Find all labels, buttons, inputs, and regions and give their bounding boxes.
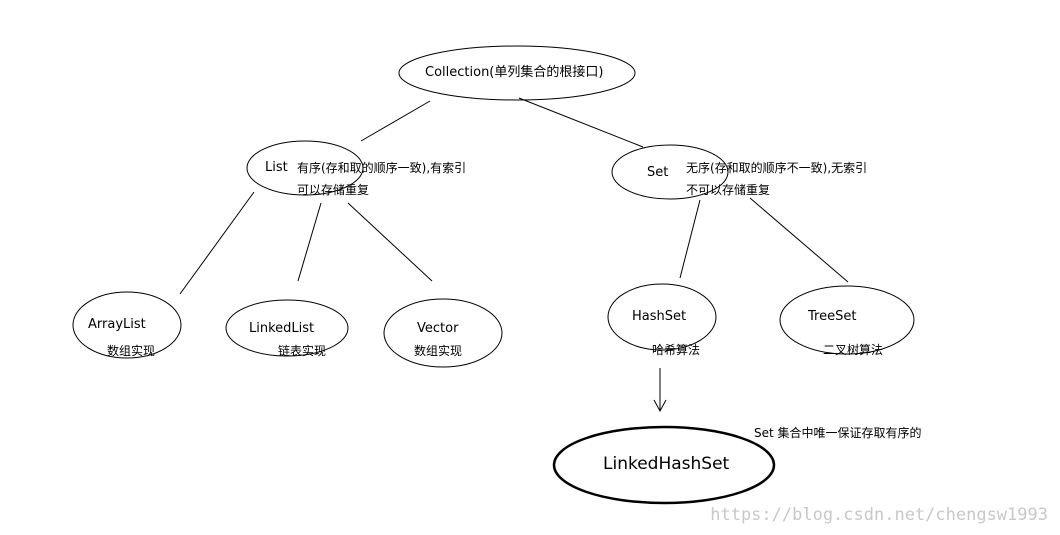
collection-list-line	[360, 100, 431, 142]
list-ellipse	[246, 140, 364, 196]
collection-ellipse	[398, 45, 636, 101]
vector-ellipse	[383, 298, 503, 368]
set-hashset-line	[679, 199, 701, 279]
list-vector-line	[347, 202, 433, 282]
linkedlist-note: 链表实现	[278, 344, 327, 358]
linkedhashset-note: Set 集合中唯一保证存取有序的	[754, 426, 922, 440]
hashset-note: 哈希算法	[652, 343, 701, 357]
list-note-line2: 可以存储重复	[297, 183, 370, 197]
treeset-note: 二叉树算法	[823, 343, 884, 357]
list-arraylist-line	[179, 191, 255, 295]
list-linkedlist-line	[297, 202, 322, 282]
linkedhashset-label: LinkedHashSet	[603, 454, 730, 474]
collection-set-line	[518, 97, 644, 148]
set-ellipse	[611, 144, 729, 200]
arraylist-note: 数组实现	[107, 344, 156, 358]
treeset-label: TreeSet	[808, 309, 857, 324]
list-label: List	[265, 160, 288, 175]
set-note-line2: 不可以存储重复	[686, 183, 771, 197]
treeset-ellipse	[779, 285, 915, 355]
arraylist-label: ArrayList	[88, 317, 146, 332]
set-label: Set	[647, 165, 669, 180]
watermark: https://blog.csdn.net/chengsw1993	[710, 505, 1048, 525]
collection-label: Collection(单列集合的根接口)	[425, 65, 604, 80]
arrow-head-icon	[653, 399, 667, 413]
linkedlist-label: LinkedList	[249, 321, 315, 336]
set-note-line1: 无序(存和取的顺序不一致),无索引	[686, 161, 868, 175]
hashset-ellipse	[607, 283, 717, 351]
list-note-line1: 有序(存和取的顺序一致),有索引	[297, 161, 467, 175]
linkedhashset-ellipse	[552, 425, 776, 505]
linkedlist-ellipse	[225, 299, 349, 357]
vector-note: 数组实现	[414, 344, 463, 358]
hashset-label: HashSet	[632, 309, 687, 324]
set-treeset-line	[749, 197, 849, 283]
vector-label: Vector	[417, 321, 459, 336]
arraylist-ellipse	[72, 291, 182, 359]
